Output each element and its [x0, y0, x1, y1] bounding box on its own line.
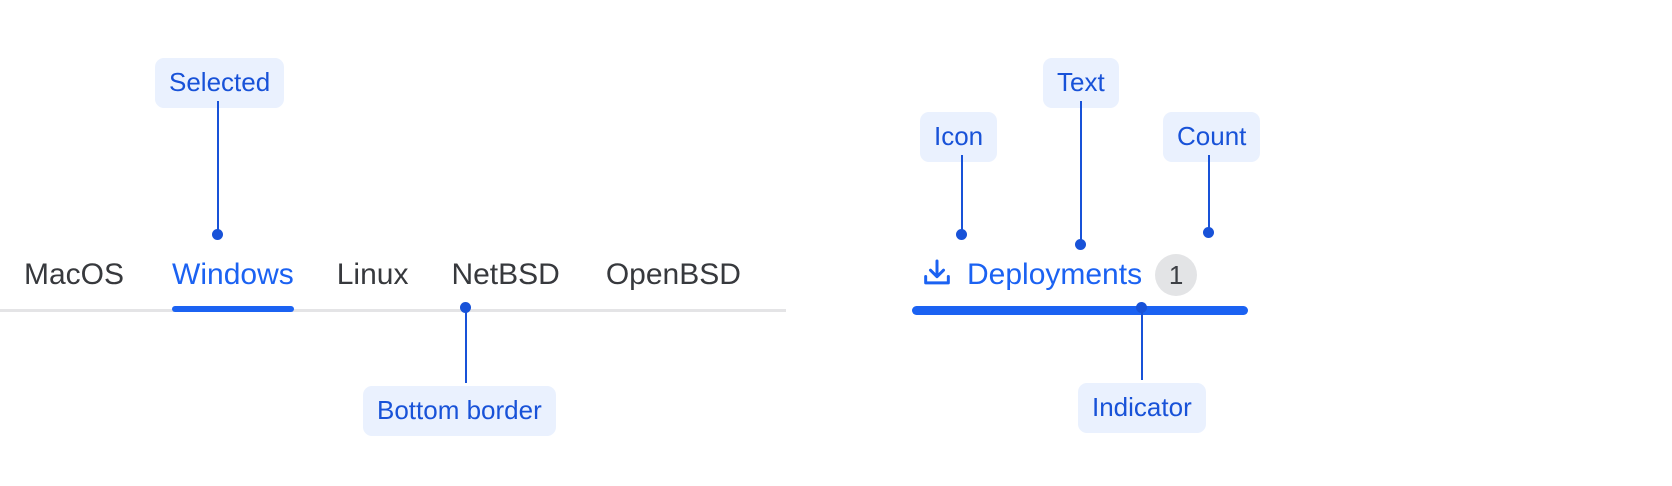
- leader-line-bottom-border: [465, 308, 467, 383]
- tab-openbsd-label: OpenBSD: [605, 258, 741, 291]
- annotation-chip-bottom-border: Bottom border: [363, 386, 556, 436]
- leader-line-selected: [217, 101, 219, 235]
- tab-openbsd[interactable]: OpenBSD: [606, 260, 741, 312]
- leader-line-icon: [961, 155, 963, 235]
- leader-dot-bottom-border: [460, 302, 471, 313]
- leader-dot-count: [1203, 227, 1214, 238]
- leader-dot-selected: [212, 229, 223, 240]
- tab-deployments[interactable]: Deployments 1: [912, 244, 1252, 318]
- tab-list: MacOS Windows Linux NetBSD OpenBSD: [0, 244, 741, 312]
- leader-line-indicator: [1141, 308, 1143, 380]
- tab-group-os: MacOS Windows Linux NetBSD OpenBSD: [0, 244, 786, 318]
- tab-linux[interactable]: Linux: [337, 260, 409, 312]
- annotation-chip-text: Text: [1043, 58, 1119, 108]
- tab-macos[interactable]: MacOS: [24, 260, 124, 312]
- tab-netbsd[interactable]: NetBSD: [451, 260, 559, 312]
- download-icon: [920, 256, 954, 295]
- annotation-chip-indicator: Indicator: [1078, 383, 1206, 433]
- tab-macos-label: MacOS: [24, 258, 125, 291]
- tab-windows-active-underline: [172, 306, 294, 312]
- leader-line-text: [1080, 101, 1082, 245]
- leader-line-count: [1208, 155, 1210, 233]
- tab-windows[interactable]: Windows: [172, 260, 294, 312]
- tab-deployments-content: Deployments 1: [912, 244, 1252, 306]
- tab-deployments-active-indicator: [912, 306, 1248, 315]
- tab-linux-label: Linux: [336, 258, 409, 291]
- annotation-chip-icon: Icon: [920, 112, 998, 162]
- annotation-chip-selected: Selected: [155, 58, 285, 108]
- tab-windows-label: Windows: [172, 258, 294, 291]
- tab-netbsd-label: NetBSD: [451, 258, 560, 291]
- leader-dot-icon: [956, 229, 967, 240]
- tab-deployments-count-badge: 1: [1155, 254, 1198, 296]
- annotation-chip-count: Count: [1163, 112, 1261, 162]
- leader-dot-text: [1075, 239, 1086, 250]
- tab-deployments-label: Deployments: [967, 258, 1143, 291]
- leader-dot-indicator: [1136, 302, 1147, 313]
- tab-group-bottom-border: [0, 309, 786, 312]
